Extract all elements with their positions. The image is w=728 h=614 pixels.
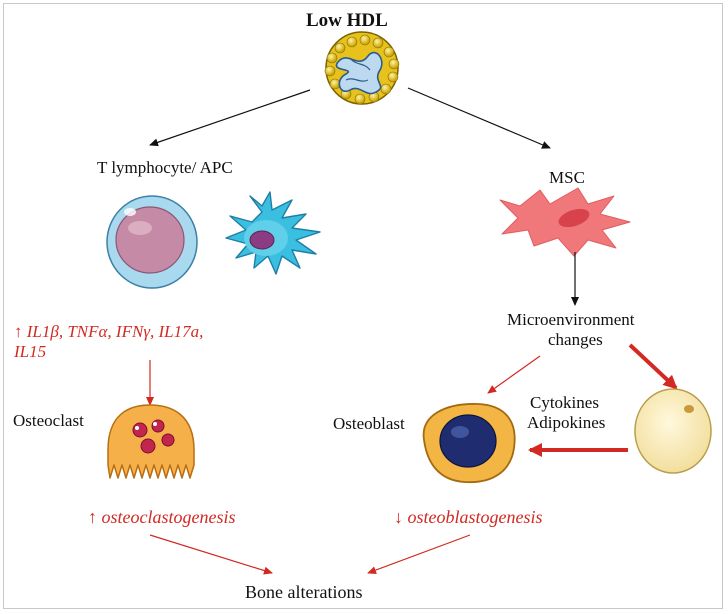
arrow-hdl-to-msc bbox=[407, 87, 551, 149]
label-cytokines: Cytokines bbox=[530, 393, 599, 412]
label-adipokines: Adipokines bbox=[527, 413, 606, 432]
arrow-microenvironment-to-osteoblast bbox=[487, 355, 541, 394]
hdl-particle-icon bbox=[324, 31, 400, 105]
adipocyte-icon bbox=[634, 388, 712, 474]
dendritic-cell-icon bbox=[225, 191, 321, 275]
label-msc: MSC bbox=[549, 168, 585, 187]
diagram-title: Low HDL bbox=[306, 10, 388, 31]
label-mediators-line1: ↑ IL1β, TNFα, IFNγ, IL17a, bbox=[14, 322, 204, 341]
label-osteoblastogenesis: ↓ osteoblastogenesis bbox=[394, 507, 543, 527]
msc-icon bbox=[499, 187, 631, 257]
label-mediators-line2: IL15 bbox=[14, 342, 47, 361]
arrow-osteoblastogenesis-to-bone bbox=[367, 534, 471, 574]
label-t-lymphocyte-apc: T lymphocyte/ APC bbox=[97, 158, 233, 177]
label-microenvironment: Microenvironment bbox=[507, 310, 635, 329]
figure-frame bbox=[3, 3, 723, 609]
label-osteoblast: Osteoblast bbox=[333, 414, 405, 433]
arrow-hdl-to-tcell bbox=[149, 89, 311, 147]
label-osteoclast: Osteoclast bbox=[13, 411, 84, 430]
osteoblast-icon bbox=[422, 403, 516, 483]
osteoclast-icon bbox=[107, 404, 195, 479]
arrow-microenvironment-to-adipocyte bbox=[628, 343, 678, 390]
label-osteoclastogenesis: ↑ osteoclastogenesis bbox=[88, 507, 236, 527]
label-changes: changes bbox=[548, 330, 603, 349]
t-lymphocyte-icon bbox=[106, 195, 198, 289]
label-bone-alterations: Bone alterations bbox=[245, 582, 363, 602]
arrow-osteoclastogenesis-to-bone bbox=[149, 534, 273, 575]
